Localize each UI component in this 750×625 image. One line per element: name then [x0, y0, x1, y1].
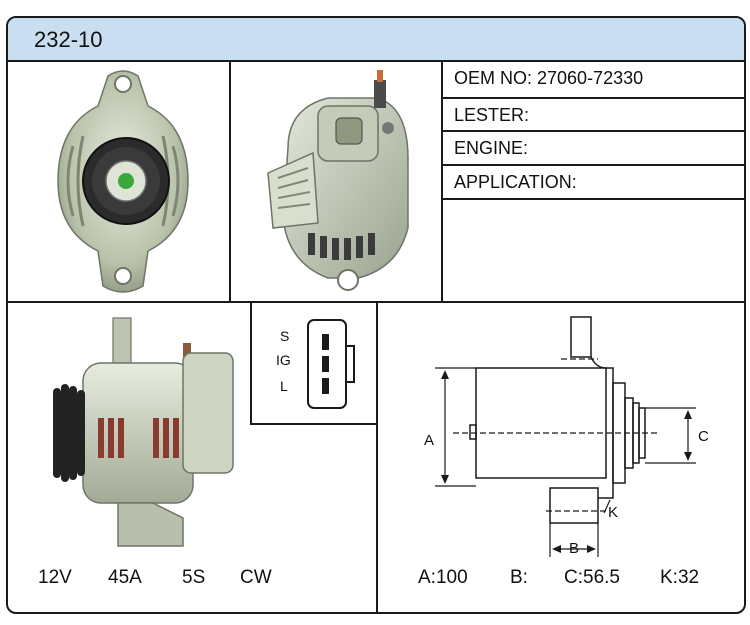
pin-label-s: S	[280, 328, 290, 344]
spec-divider-2	[443, 130, 744, 132]
part-number: 232-10	[34, 27, 103, 52]
col-divider-bottom	[376, 301, 378, 612]
plug-box-bottom	[250, 423, 378, 425]
engine-label: ENGINE:	[454, 138, 529, 158]
dimension-diagram: A C B K	[424, 316, 709, 557]
dim-value-b: B:	[510, 567, 528, 588]
alternator-side-photo	[53, 317, 234, 547]
spec-divider-1	[443, 97, 744, 99]
rating-rotation: CW	[240, 567, 272, 588]
dim-value-k: K:32	[660, 567, 700, 588]
pin-label-ig: IG	[276, 352, 291, 368]
spec-row-lester: LESTER:	[444, 99, 744, 133]
dim-value-a: A:100	[418, 567, 468, 588]
col-divider-top-2	[441, 60, 443, 301]
alternator-front-photo	[57, 70, 189, 293]
dim-label-k: K	[608, 504, 618, 521]
spec-row-oem: OEM NO: 27060-72330	[444, 62, 744, 96]
dim-value-c: C:56.5	[564, 567, 620, 588]
pin-label-l: L	[280, 378, 288, 394]
alternator-rear-photo	[267, 70, 409, 291]
dim-label-a: A	[424, 432, 434, 449]
col-divider-top-1	[229, 60, 231, 301]
spec-row-application: APPLICATION:	[444, 166, 744, 200]
application-label: APPLICATION:	[454, 172, 577, 192]
spec-divider-3	[443, 164, 744, 166]
lester-label: LESTER:	[454, 105, 530, 125]
rating-pulley: 5S	[182, 567, 206, 588]
spec-row-engine: ENGINE:	[444, 132, 744, 166]
plug-box-left	[250, 301, 252, 425]
dim-label-b: B	[569, 540, 579, 557]
product-card: 232-10 OEM NO: 27060-72330 LESTER: ENGIN…	[6, 16, 746, 614]
rating-amperage: 45A	[108, 567, 142, 588]
dim-label-c: C	[698, 428, 709, 445]
header-bar: 232-10	[8, 18, 744, 62]
spec-divider-4	[443, 198, 744, 200]
oem-number: OEM NO: 27060-72330	[454, 68, 644, 88]
plug-connector-icon	[307, 319, 355, 409]
rating-voltage: 12V	[38, 567, 72, 588]
